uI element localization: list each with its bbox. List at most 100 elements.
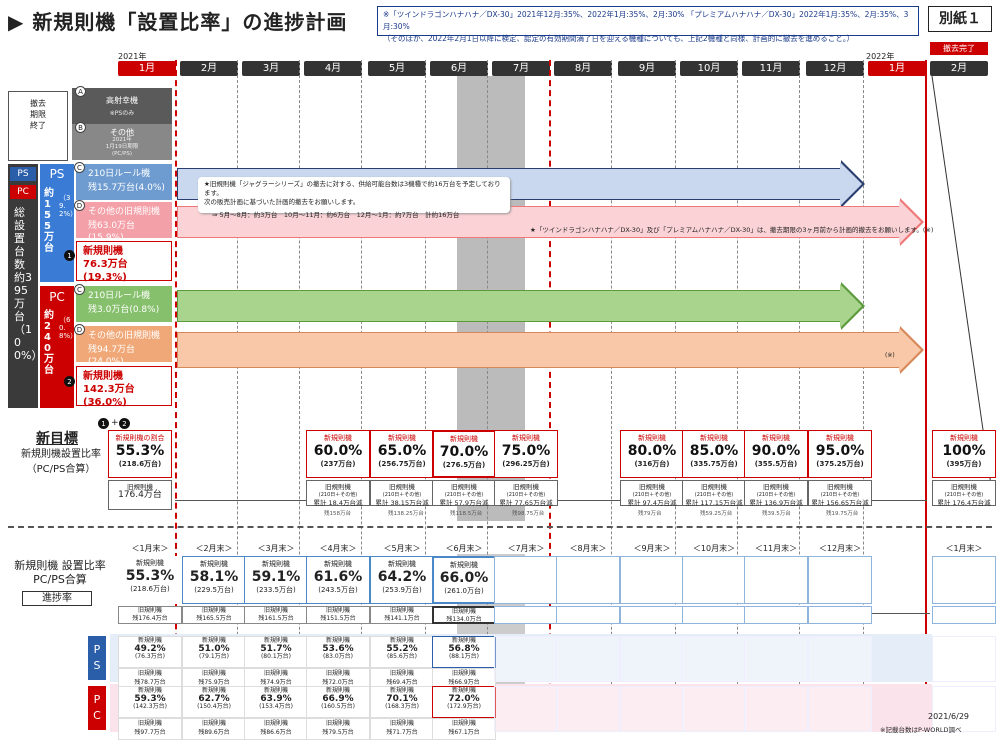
removal-b-sub: 2021年 1月19日期限 (PC/PS) — [72, 137, 172, 158]
month-label-14: 2月 — [930, 61, 988, 76]
target-title: 新目標 — [36, 431, 78, 447]
progress-oldv: 残134.0万台 — [446, 616, 482, 623]
target-old-box: 旧規則機(210日＋その他)累計 97.4万台減 — [620, 480, 684, 507]
ps_rows-val: 56.8% — [448, 644, 480, 654]
ps_rows-oldv: 残74.9万台 — [260, 679, 292, 686]
target-current-value: 55.3% — [115, 443, 165, 459]
ps-name: PS — [49, 167, 65, 181]
ps-block: PS 約155万台 （39.2%） — [40, 164, 78, 282]
progress-title-2: PC/PS合算 — [33, 573, 87, 586]
ps_rows-old: 旧規則機 — [201, 670, 226, 677]
ps_rows-oldv: 残75.9万台 — [198, 679, 230, 686]
target-head: 新規則機 — [450, 435, 478, 443]
target-sub: (276.5万台) — [442, 461, 486, 469]
pc-d-title: その他の旧規則機 — [88, 331, 161, 341]
progress-empty-old-box — [808, 606, 872, 624]
ps_rows-oldv: 残72.0万台 — [322, 679, 354, 686]
ps_rows-val: 55.2% — [386, 644, 418, 654]
target-old3: 累計 176.4万台減 — [937, 499, 991, 507]
progress-sub: (229.5万台) — [194, 586, 234, 594]
target-old2: (210日＋その他) — [944, 492, 984, 498]
grid-line — [675, 60, 676, 730]
empty-cell — [932, 636, 996, 682]
pc_rows-sub: (168.3万台) — [385, 703, 419, 710]
empty-cell — [494, 686, 558, 732]
ps-d-sub: 残63.0万台(15.9%) — [88, 221, 136, 243]
removal-expired-box: 撤去期限終了 — [8, 91, 68, 161]
progress-empty-box — [682, 556, 746, 604]
target-old2: (210日＋その他) — [444, 492, 484, 498]
pc-d-arrow-head-fill — [899, 328, 921, 372]
empty-cell — [682, 686, 746, 732]
appendix-label: 別紙１ — [928, 6, 992, 32]
progress-value: 59.1% — [251, 569, 301, 585]
ps_rows-val: 51.0% — [198, 644, 230, 654]
pc-c-box: 210日ルール機 残3.0万台(0.8%) — [76, 286, 172, 322]
target-remaining: 残19.75万台 — [826, 511, 859, 517]
target-circle-2-icon: 2 — [119, 418, 130, 429]
month-label-1: 1月 — [118, 61, 176, 76]
progress-empty-old-box — [494, 606, 558, 624]
target-remaining: 残138.25万台 — [388, 511, 424, 517]
target-old-box: 旧規則機(210日＋その他)累計 38.15万台減 — [370, 480, 434, 507]
note-line-2: （そのほか、2022年2月1日以降に検定、認定の有効期間満了日を迎える機種につい… — [383, 34, 854, 43]
pc-name: PC — [49, 290, 65, 304]
progress-old: 旧規則機 — [263, 607, 288, 614]
pc_rows-head: 新規則機 — [263, 687, 288, 694]
ps_rows-head: 新規則機 — [201, 637, 226, 644]
ps_rows-sub: (83.0万台) — [322, 653, 354, 660]
target-old3: 累計 57.9万台減 — [439, 499, 489, 507]
progress-rate-label: 進捗率 — [22, 591, 92, 606]
month-end-label: ＜5月末＞ — [383, 544, 421, 553]
pc_rows-sub: (142.3万台) — [133, 703, 167, 710]
total-pc-tag: PC — [10, 185, 36, 199]
month-label-8: 8月 — [554, 61, 612, 76]
month-end-label: ＜12月末＞ — [818, 544, 862, 553]
ps-d-box: その他の旧規則機 残63.0万台(15.9%) — [76, 202, 172, 243]
month-label-9: 9月 — [618, 61, 676, 76]
pc_rows-head: 新規則機 — [137, 687, 162, 694]
ps-share: （39.2%） — [59, 194, 78, 218]
page-title: ▶ 新規則機「設置比率」の進捗計画 — [8, 10, 348, 34]
empty-cell — [808, 686, 872, 732]
pc-new-box: 新規則機 142.3万台(36.0%) — [76, 366, 172, 408]
month-end-label: ＜3月末＞ — [257, 544, 295, 553]
ps_rows-oldv: 残66.9万台 — [448, 679, 480, 686]
pc_rows-val: 70.1% — [386, 694, 418, 704]
target-head: 新規則機 — [700, 434, 728, 442]
target-value: 95.0% — [815, 443, 865, 459]
pc-c-title: 210日ルール機 — [88, 291, 151, 301]
target-current-old-value: 176.4万台 — [118, 490, 162, 500]
ps-d-arrow-head-fill — [899, 200, 921, 244]
year-2021-label: 2021年 — [118, 52, 147, 61]
target-old1: 旧規則機 — [389, 483, 415, 491]
ps-c-box: 210日ルール機 残15.7万台(4.0%) — [76, 164, 172, 200]
empty-cell — [744, 636, 808, 682]
pc-note: (※) — [885, 352, 895, 359]
pc_rows-old-box: 旧規則機残97.7万台 — [118, 718, 182, 740]
pc-c-arrow-head-fill — [840, 284, 862, 328]
pc-new-title: 新規則機 — [83, 371, 123, 382]
removal-b-sub-3: (PC/PS) — [111, 151, 133, 157]
ps-circle-1-icon: 1 — [64, 250, 75, 261]
header-note: ※「ツインドラゴンハナハナ／DX-30」2021年12月:35%、2022年1月… — [377, 6, 919, 43]
target-value: 80.0% — [627, 443, 677, 459]
target-old3: 累計 136.9万台減 — [749, 499, 803, 507]
removal-done-badge: 撤去完了 — [930, 42, 988, 55]
ps_rows-old: 旧規則機 — [451, 670, 476, 677]
empty-cell — [932, 686, 996, 732]
pc_rows-oldv: 残86.6万台 — [260, 729, 292, 736]
target-old-box: 旧規則機(210日＋その他)累計 156.65万台減 — [808, 480, 872, 507]
progress-empty-box — [494, 556, 558, 604]
target-old-box: 旧規則機(210日＋その他)累計 57.9万台減 — [432, 480, 496, 507]
month-label-5: 5月 — [368, 61, 426, 76]
month-end-label: ＜8月末＞ — [569, 544, 607, 553]
